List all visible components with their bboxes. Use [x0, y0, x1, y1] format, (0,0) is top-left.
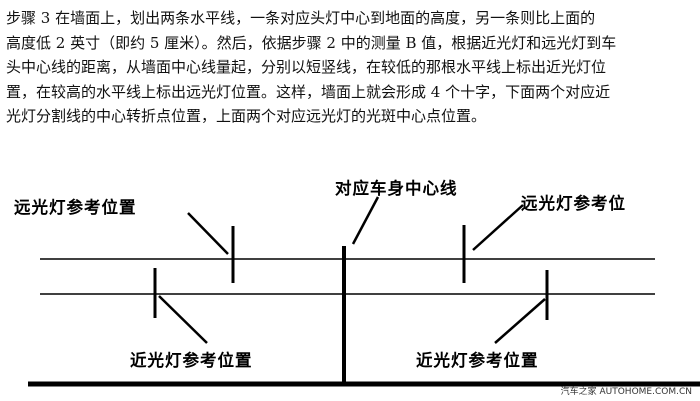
low-beam-left-leader	[158, 295, 208, 344]
high-beam-left-label: 远光灯参考位置	[14, 198, 137, 217]
high-beam-right-label: 远光灯参考位	[521, 194, 626, 213]
center-line-label: 对应车身中心线	[335, 179, 458, 198]
description-line: 光灯分割线的中心转折点位置，上面两个对应远光灯的光斑中心点位置。	[6, 107, 487, 125]
low-beam-right-leader	[494, 298, 546, 344]
description-line: 步骤 3 在墙面上，划出两条水平线，一条对应头灯中心到地面的高度，另一条则比上面…	[6, 9, 596, 27]
high-beam-left-leader	[187, 212, 229, 255]
watermark: 汽车之家 AUTOHOME.COM.CN	[560, 387, 692, 397]
high-beam-right-leader	[472, 204, 524, 251]
description-paragraph: 步骤 3 在墙面上，划出两条水平线，一条对应头灯中心到地面的高度，另一条则比上面…	[6, 6, 696, 129]
description-line: 头中心线的距离，从墙面中心线量起，分别以短竖线，在较低的那根水平线上标出近光灯位	[6, 58, 607, 76]
description-line: 高度低 2 英寸（即约 5 厘米）。然后，依据步骤 2 中的测量 B 值，根据近…	[6, 33, 617, 52]
low-beam-left-label: 近光灯参考位置	[130, 351, 253, 370]
low-beam-right-label: 近光灯参考位置	[416, 351, 539, 370]
center-line-leader	[351, 196, 380, 245]
description-line: 置，在较高的水平线上标出远光灯位置。这样，墙面上就会形成 4 个十字，下面两个对…	[6, 82, 611, 101]
